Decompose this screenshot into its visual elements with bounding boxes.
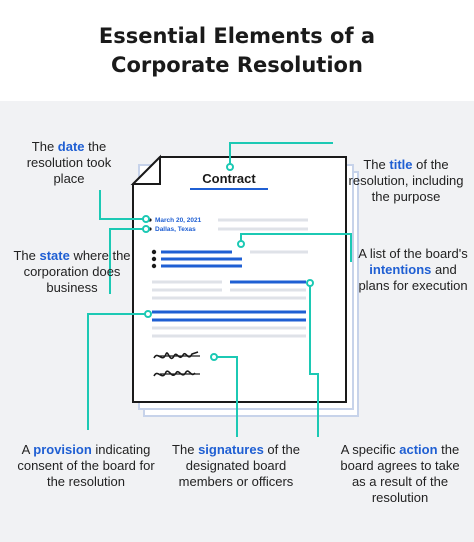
document-heading: Contract bbox=[202, 171, 256, 186]
signature-2 bbox=[153, 370, 196, 377]
endpoint-signatures bbox=[210, 353, 218, 361]
callout-action: A specific action the board agrees to ta… bbox=[340, 442, 460, 505]
bullet-dot bbox=[151, 249, 157, 255]
endpoint-title bbox=[226, 163, 234, 171]
title-line-1: Essential Elements of a bbox=[98, 24, 376, 48]
endpoint-provision bbox=[144, 310, 152, 318]
connector-state bbox=[109, 228, 146, 294]
endpoint-intentions bbox=[237, 240, 245, 248]
callout-intentions: A list of the board's intentions and pla… bbox=[358, 246, 468, 293]
connector-intentions bbox=[240, 233, 352, 262]
document-date: March 20, 2021 bbox=[155, 217, 202, 224]
callout-provision: A provision indicating consent of the bo… bbox=[17, 442, 155, 489]
title-band: Essential Elements of a Corporate Resolu… bbox=[0, 0, 474, 101]
bullet-dot bbox=[151, 256, 157, 262]
connector-lines bbox=[87, 142, 352, 437]
callout-date: The date the resolution took place bbox=[26, 139, 112, 186]
callout-state: The state where the corporation does bus… bbox=[13, 248, 131, 295]
endpoint-state bbox=[142, 225, 150, 233]
front-page bbox=[132, 156, 347, 403]
endpoint-date bbox=[142, 215, 150, 223]
document-location: Dallas, Texas bbox=[155, 226, 196, 233]
callout-state-highlight: state bbox=[39, 248, 70, 263]
connector-date bbox=[99, 190, 146, 220]
callout-date-highlight: date bbox=[57, 139, 85, 154]
callout-signatures: The signatures of the designated board m… bbox=[172, 442, 300, 489]
connector-signatures bbox=[214, 356, 238, 437]
connector-action bbox=[309, 283, 319, 437]
callout-intentions-highlight: intentions bbox=[369, 262, 432, 277]
folded-corner bbox=[130, 154, 161, 185]
callout-signatures-highlight: signatures bbox=[198, 442, 264, 457]
callout-provision-highlight: provision bbox=[33, 442, 92, 457]
callout-title: The title of the resolution, including t… bbox=[348, 157, 464, 204]
title-line-2: Corporate Resolution bbox=[111, 53, 363, 77]
callout-action-highlight: action bbox=[399, 442, 438, 457]
connector-endpoints bbox=[142, 163, 314, 361]
endpoint-action bbox=[306, 279, 314, 287]
connector-title bbox=[229, 142, 333, 167]
callout-title-highlight: title bbox=[389, 157, 413, 172]
main-title: Essential Elements of a Corporate Resolu… bbox=[0, 22, 474, 80]
bullet-dot bbox=[151, 263, 157, 269]
connector-provision bbox=[87, 313, 148, 430]
